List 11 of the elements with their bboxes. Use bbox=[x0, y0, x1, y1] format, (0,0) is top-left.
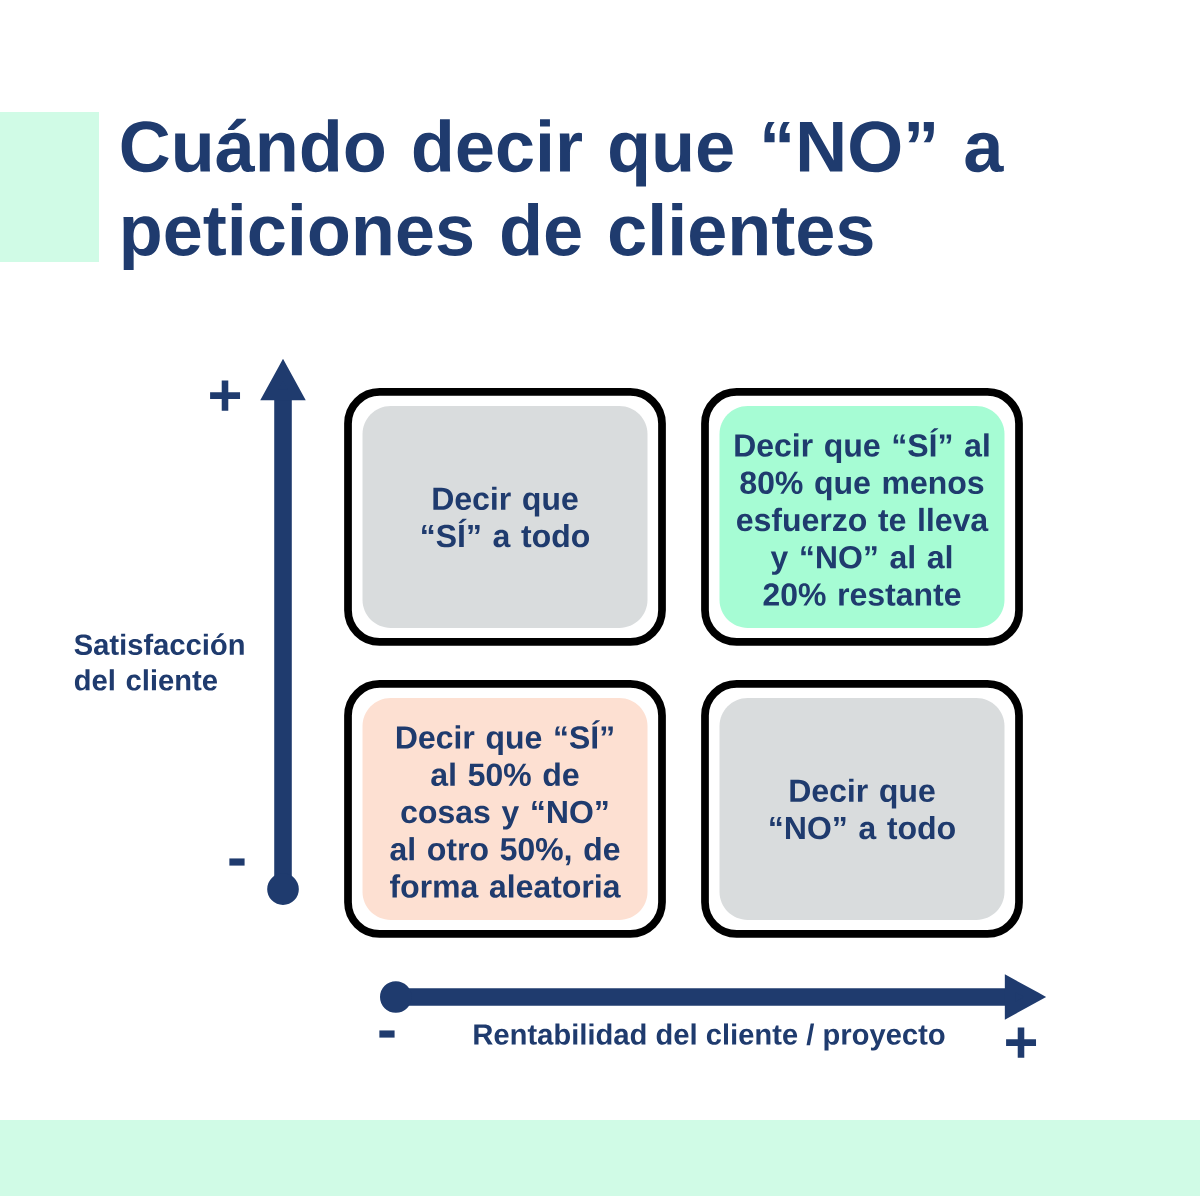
quadrant-box: Decir que “SÍ” a todo bbox=[344, 388, 666, 646]
minus-sign: - bbox=[379, 1030, 395, 1038]
quadrant-box: Decir que “SÍ” al 80% que menos esfuerzo te lleva y “NO” al al 20% restante bbox=[701, 388, 1023, 646]
axis-label: Rentabilidad del cliente / proyecto bbox=[474, 1023, 945, 1051]
plus-sign: + bbox=[1006, 1027, 1036, 1058]
plus-sign: + bbox=[210, 380, 240, 411]
axis-label: Satisfacción del cliente bbox=[74, 633, 244, 691]
quadrant-box: Decir que “NO” a todo bbox=[701, 680, 1023, 938]
minus-sign: - bbox=[229, 858, 245, 866]
title: Cuándo decir que “NO” a peticiones de clientes bbox=[121, 118, 1004, 271]
quadrant-box: Decir que “SÍ” al 50% de cosas y “NO” al otro 50%, de forma aleatoria bbox=[344, 680, 666, 938]
